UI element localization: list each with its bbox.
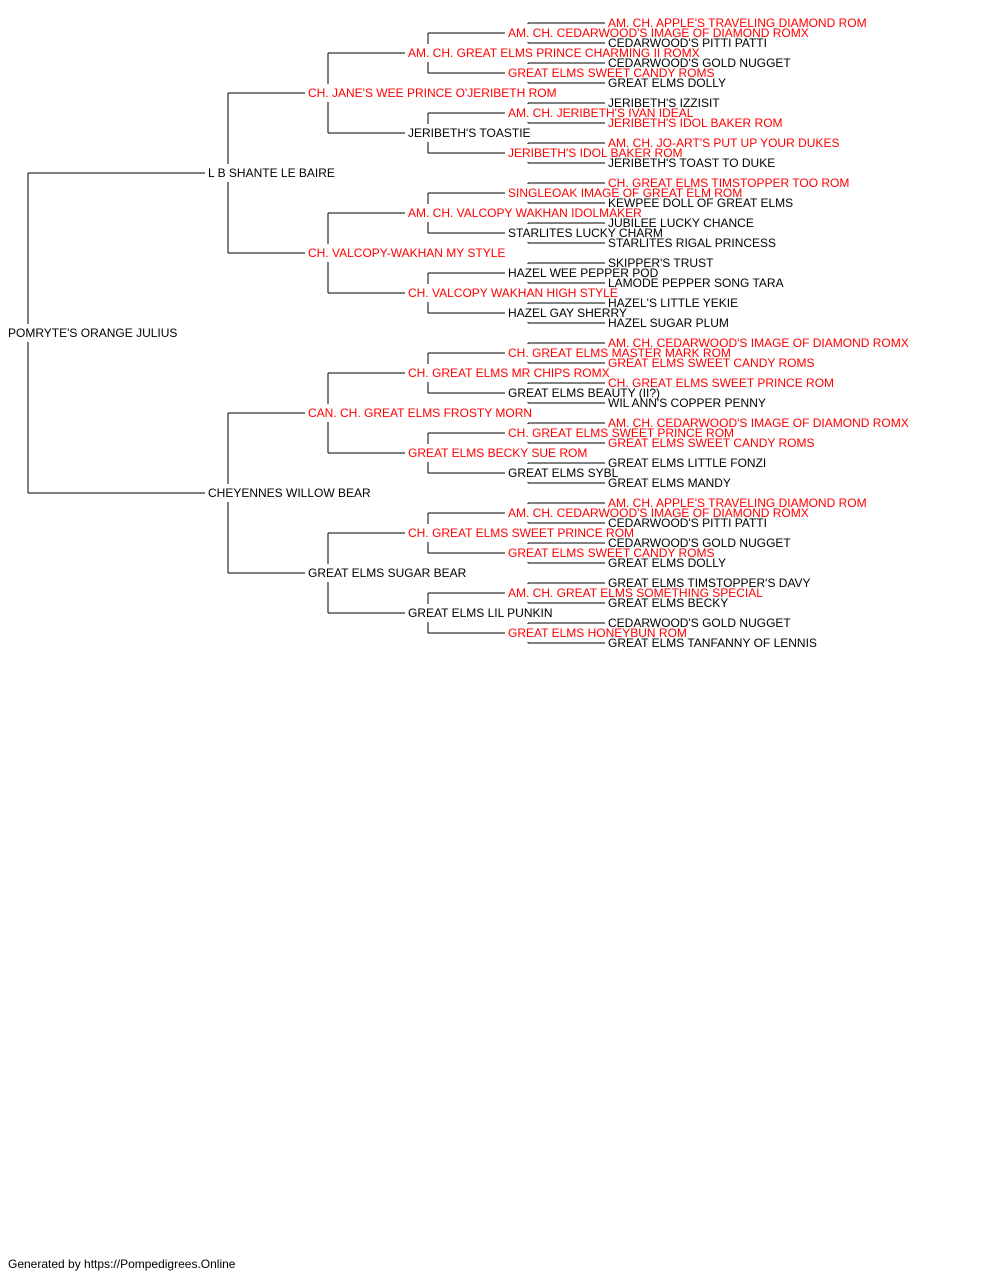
ancestor-name: GREAT ELMS SWEET CANDY ROMS: [508, 546, 714, 560]
ancestor-name: AM. CH. CEDARWOOD'S IMAGE OF DIAMOND ROM…: [608, 416, 909, 430]
ancestor-name: CH. GREAT ELMS SWEET PRINCE ROM: [408, 526, 634, 540]
ancestor-name: AM. CH. APPLE'S TRAVELING DIAMOND ROM: [608, 16, 867, 30]
ancestor-name: STARLITES LUCKY CHARM: [508, 226, 663, 240]
ancestor-name: GREAT ELMS BEAUTY (II?): [508, 386, 660, 400]
ancestor-name: CH. VALCOPY-WAKHAN MY STYLE: [308, 246, 505, 260]
ancestor-name: AM. CH. GREAT ELMS PRINCE CHARMING II RO…: [408, 46, 700, 60]
ancestor-name: JUBILEE LUCKY CHANCE: [608, 216, 754, 230]
ancestor-name: AM. CH. APPLE'S TRAVELING DIAMOND ROM: [608, 496, 867, 510]
ancestor-name: JERIBETH'S IZZISIT: [608, 96, 720, 110]
ancestor-name: HAZEL SUGAR PLUM: [608, 316, 729, 330]
ancestor-name: WIL ANN'S COPPER PENNY: [608, 396, 766, 410]
ancestor-name: GREAT ELMS SYBL: [508, 466, 619, 480]
ancestor-name: CH. GREAT ELMS SWEET PRINCE ROM: [508, 426, 734, 440]
ancestor-name: HAZEL WEE PEPPER POD: [508, 266, 659, 280]
ancestor-name: GREAT ELMS LIL PUNKIN: [408, 606, 553, 620]
ancestor-name: CEDARWOOD'S PITTI PATTI: [608, 36, 767, 50]
ancestor-name: AM. CH. GREAT ELMS SOMETHING SPECIAL: [508, 586, 763, 600]
ancestor-name: CEDARWOOD'S GOLD NUGGET: [608, 616, 791, 630]
ancestor-name: GREAT ELMS TANFANNY OF LENNIS: [608, 636, 817, 650]
ancestor-name: CEDARWOOD'S GOLD NUGGET: [608, 56, 791, 70]
ancestor-name: JERIBETH'S IDOL BAKER ROM: [608, 116, 783, 130]
ancestor-name: LAMODE PEPPER SONG TARA: [608, 276, 784, 290]
ancestor-name: AM. CH. JO-ART'S PUT UP YOUR DUKES: [608, 136, 839, 150]
ancestor-name: STARLITES RIGAL PRINCESS: [608, 236, 776, 250]
ancestor-name: GREAT ELMS LITTLE FONZI: [608, 456, 766, 470]
ancestor-name: GREAT ELMS BECKY: [608, 596, 728, 610]
ancestor-name: CH. GREAT ELMS SWEET PRINCE ROM: [608, 376, 834, 390]
ancestor-name: SKIPPER'S TRUST: [608, 256, 714, 270]
ancestor-name: CH. GREAT ELMS MASTER MARK ROM: [508, 346, 731, 360]
ancestor-name: CEDARWOOD'S PITTI PATTI: [608, 516, 767, 530]
ancestor-name: JERIBETH'S TOASTIE: [408, 126, 531, 140]
ancestor-name: GREAT ELMS DOLLY: [608, 556, 726, 570]
ancestor-name: GREAT ELMS BECKY SUE ROM: [408, 446, 587, 460]
ancestor-name: CHEYENNES WILLOW BEAR: [208, 486, 371, 500]
ancestor-name: AM. CH. JERIBETH'S IVAN IDEAL: [508, 106, 694, 120]
ancestor-name: SINGLEOAK IMAGE OF GREAT ELM ROM: [508, 186, 742, 200]
ancestor-name: HAZEL'S LITTLE YEKIE: [608, 296, 738, 310]
ancestor-name: HAZEL GAY SHERRY: [508, 306, 627, 320]
ancestor-name: GREAT ELMS SWEET CANDY ROMS: [608, 356, 814, 370]
ancestor-name: AM. CH. CEDARWOOD'S IMAGE OF DIAMOND ROM…: [508, 506, 809, 520]
ancestor-name: GREAT ELMS SUGAR BEAR: [308, 566, 467, 580]
ancestor-name: CH. GREAT ELMS TIMSTOPPER TOO ROM: [608, 176, 849, 190]
ancestor-name: KEWPEE DOLL OF GREAT ELMS: [608, 196, 793, 210]
ancestor-name: GREAT ELMS DOLLY: [608, 76, 726, 90]
subject-dog-name: POMRYTE'S ORANGE JULIUS: [8, 326, 177, 340]
ancestor-name: JERIBETH'S TOAST TO DUKE: [608, 156, 775, 170]
ancestor-name: JERIBETH'S IDOL BAKER ROM: [508, 146, 683, 160]
ancestor-name: L B SHANTE LE BAIRE: [208, 166, 335, 180]
ancestor-name: AM. CH. CEDARWOOD'S IMAGE OF DIAMOND ROM…: [608, 336, 909, 350]
ancestor-name: GREAT ELMS TIMSTOPPER'S DAVY: [608, 576, 811, 590]
ancestor-name: CH. JANE'S WEE PRINCE O'JERIBETH ROM: [308, 86, 557, 100]
ancestor-name: GREAT ELMS MANDY: [608, 476, 731, 490]
ancestor-name: CAN. CH. GREAT ELMS FROSTY MORN: [308, 406, 532, 420]
ancestor-name: GREAT ELMS SWEET CANDY ROMS: [608, 436, 814, 450]
ancestor-name: AM. CH. CEDARWOOD'S IMAGE OF DIAMOND ROM…: [508, 26, 809, 40]
ancestor-name: GREAT ELMS HONEYBUN ROM: [508, 626, 687, 640]
footer-credit: Generated by https://Pompedigrees.Online: [8, 1257, 236, 1271]
ancestor-name: CH. GREAT ELMS MR CHIPS ROMX: [408, 366, 610, 380]
ancestor-name: CEDARWOOD'S GOLD NUGGET: [608, 536, 791, 550]
ancestor-name: AM. CH. VALCOPY WAKHAN IDOLMAKER: [408, 206, 642, 220]
ancestor-name: GREAT ELMS SWEET CANDY ROMS: [508, 66, 714, 80]
ancestor-name: CH. VALCOPY WAKHAN HIGH STYLE: [408, 286, 618, 300]
